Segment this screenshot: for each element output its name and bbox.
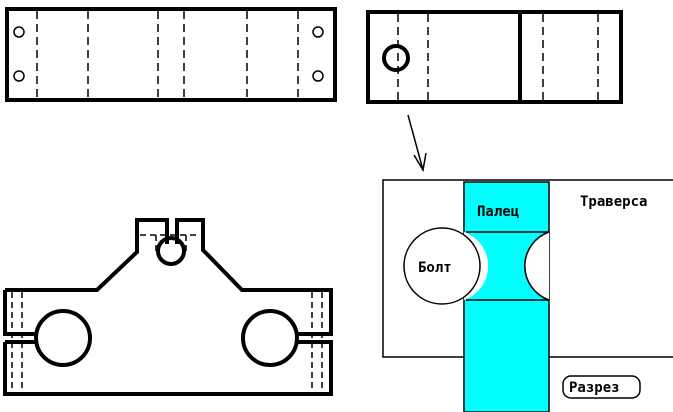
- traverse-label: Траверса: [580, 194, 647, 210]
- finger-label: Палец: [477, 204, 519, 220]
- dashed-lines: [397, 14, 599, 100]
- large-hole: [241, 309, 299, 367]
- small-hole: [312, 26, 324, 38]
- small-hole: [312, 70, 324, 82]
- dashed-lines: [11, 234, 323, 392]
- section-label: Разрез: [569, 380, 620, 396]
- dashed-lines: [36, 11, 299, 98]
- bolt-label: Болт: [418, 260, 452, 276]
- arrow: [407, 114, 427, 173]
- large-hole: [34, 309, 92, 367]
- section-view: [382, 179, 673, 412]
- top-left-view: [5, 7, 337, 102]
- bar-outline: [5, 7, 337, 102]
- section-label-box: [562, 375, 641, 399]
- bottom-left-view: [3, 218, 333, 396]
- bolt-circle: [403, 227, 481, 305]
- small-hole: [13, 26, 25, 38]
- bracket-outline: [3, 218, 333, 396]
- top-right-view: [366, 10, 623, 104]
- side-outline: [366, 10, 623, 104]
- finger-cutout-right: [524, 232, 549, 300]
- small-hole: [13, 70, 25, 82]
- finger-fill: [463, 181, 550, 412]
- finger-curve-right: [524, 231, 550, 301]
- pin-hole: [156, 236, 186, 266]
- hole: [382, 44, 410, 72]
